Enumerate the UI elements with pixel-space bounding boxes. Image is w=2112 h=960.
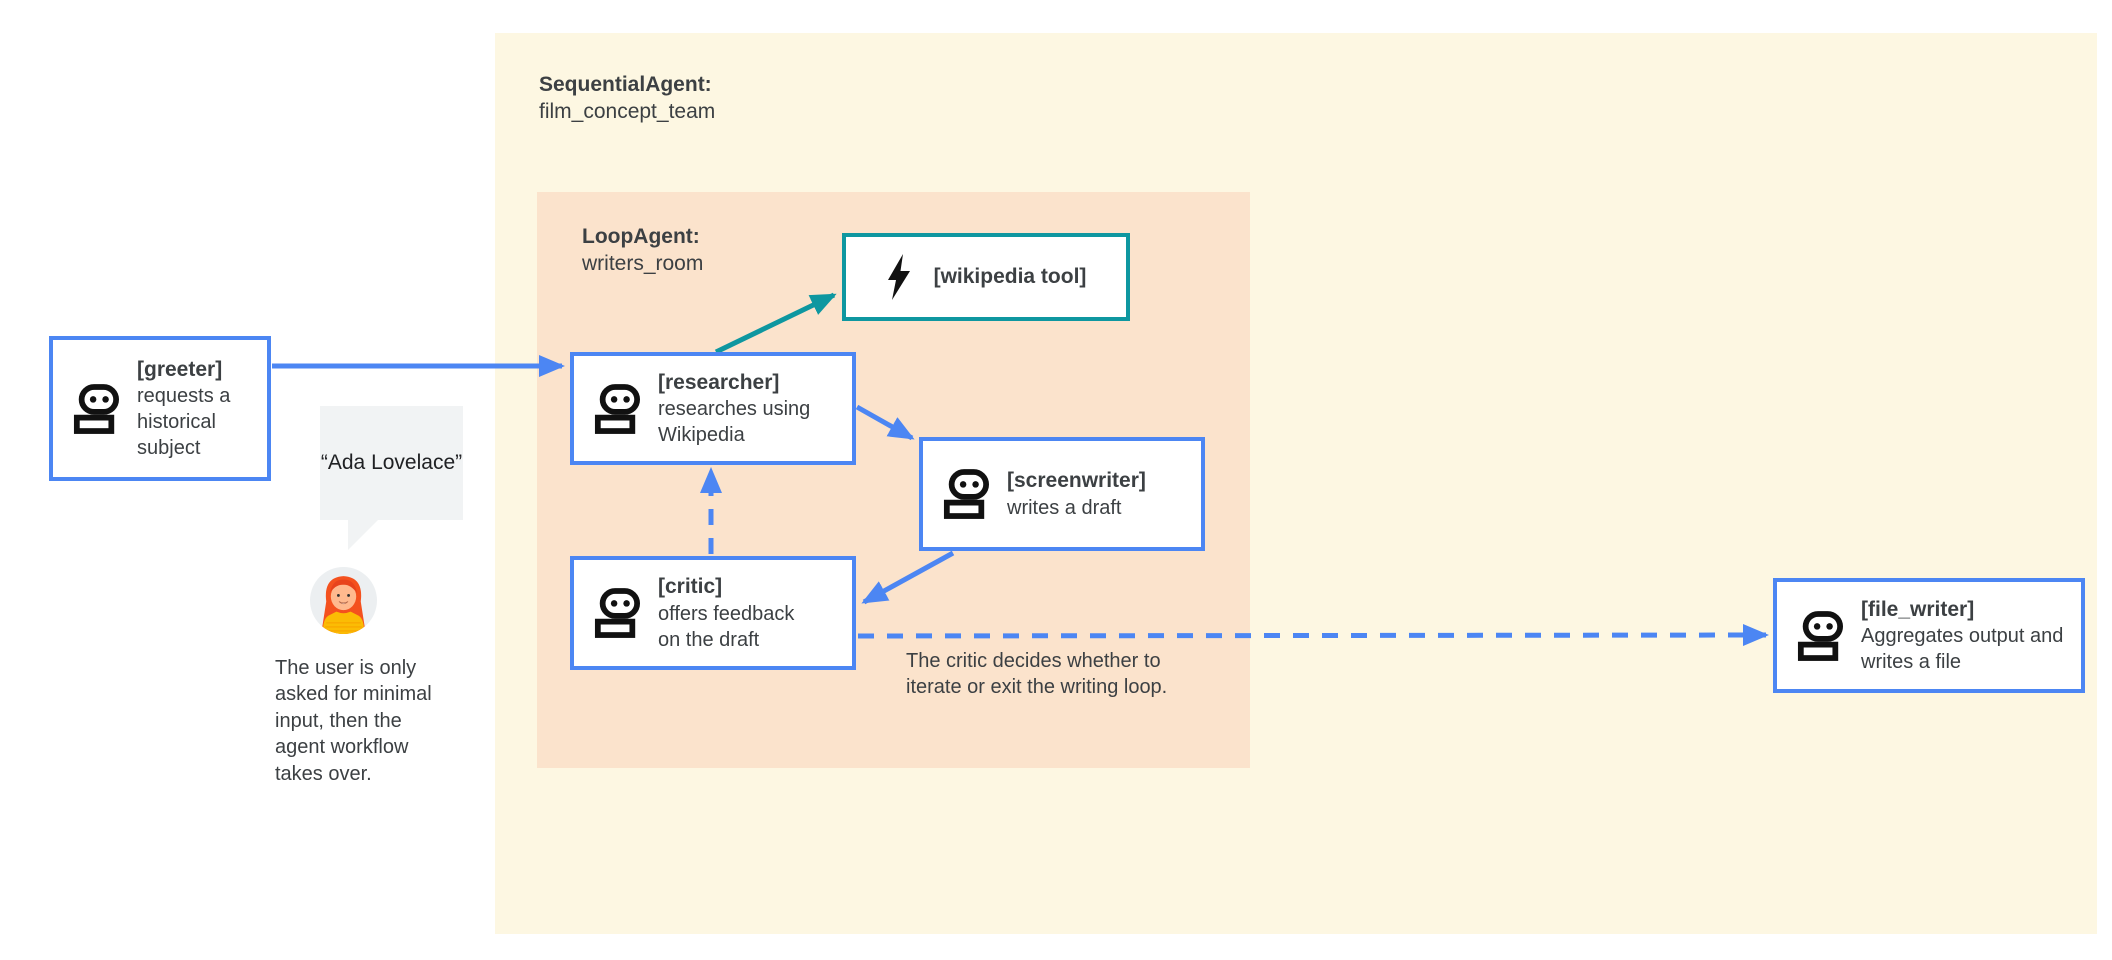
speech-bubble: “Ada Lovelace” — [320, 406, 463, 550]
node-critic: [critic] offers feedback on the draft — [570, 556, 856, 670]
node-file-writer-label: [file_writer] — [1861, 597, 1975, 621]
robot-icon — [594, 383, 640, 434]
node-researcher: [researcher] researches using Wikipedia — [570, 352, 856, 465]
node-researcher-label: [researcher] — [658, 370, 780, 394]
node-file-writer-desc: Aggregates output and writes a file — [1861, 625, 2064, 674]
node-file-writer: [file_writer] Aggregates output and writ… — [1773, 578, 2085, 693]
loop-agent-title: LoopAgent: — [582, 225, 700, 248]
robot-icon — [594, 588, 640, 638]
node-screenwriter-desc: writes a draft — [1007, 496, 1122, 519]
node-greeter: [greeter] requests a historical subject — [49, 336, 271, 481]
node-greeter-label: [greeter] — [137, 357, 223, 381]
node-screenwriter: [screenwriter] writes a draft — [919, 437, 1205, 551]
node-critic-desc: offers feedback on the draft — [658, 602, 795, 651]
loop-agent-label: LoopAgent: writers_room — [582, 224, 703, 278]
robot-icon — [1797, 610, 1843, 661]
user-note: The user is only asked for minimal input… — [275, 657, 432, 785]
lightning-bolt-icon — [887, 254, 910, 300]
robot-icon — [943, 469, 989, 519]
loop-agent-name: writers_room — [582, 251, 704, 275]
node-wikipedia-tool: [wikipedia tool] — [842, 233, 1130, 321]
node-screenwriter-label: [screenwriter] — [1007, 469, 1146, 493]
sequential-agent-name: film_concept_team — [539, 99, 716, 123]
robot-icon — [73, 383, 119, 434]
woman-avatar-icon — [310, 567, 377, 634]
node-wikipedia-tool-label: [wikipedia tool] — [933, 265, 1087, 289]
sequential-agent-label: SequentialAgent: film_concept_team — [539, 72, 715, 126]
critic-note: The critic decides whether to iterate or… — [906, 650, 1168, 699]
node-researcher-desc: researches using Wikipedia — [658, 398, 811, 447]
speech-bubble-text: “Ada Lovelace” — [320, 451, 463, 475]
sequential-agent-title: SequentialAgent: — [539, 73, 712, 96]
speech-bubble-tail — [348, 520, 378, 550]
node-critic-label: [critic] — [658, 575, 723, 599]
node-greeter-desc: requests a historical subject — [137, 385, 231, 460]
